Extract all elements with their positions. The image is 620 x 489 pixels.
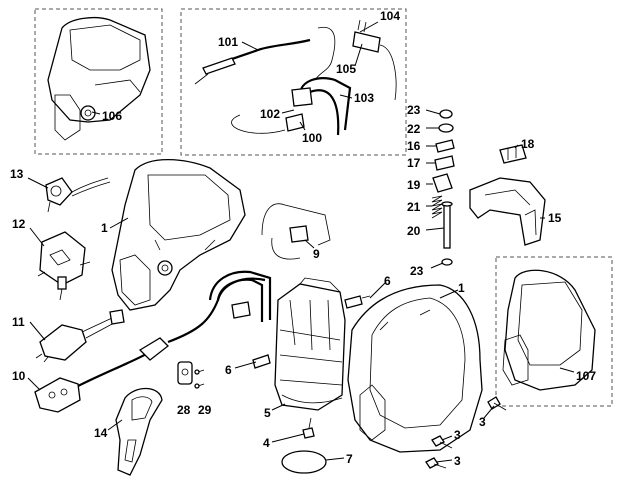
plug-12 [37,231,91,301]
knob-19 [432,173,453,193]
callout-9: 9 [313,247,320,261]
wiring-assembly [194,19,397,136]
callout-101: 101 [218,35,238,49]
brush-6-lower [252,354,271,369]
callout-1-left: 1 [101,221,108,235]
callout-106: 106 [102,109,122,123]
callout-13: 13 [10,167,24,181]
strap-14 [115,387,163,476]
pin-20 [441,201,453,249]
callout-5: 5 [264,406,271,420]
group-box-106 [34,8,163,155]
callout-4: 4 [263,436,270,450]
callout-16: 16 [407,139,421,153]
brush-6-upper [344,295,371,309]
callout-18: 18 [521,137,535,151]
callout-23-top: 23 [407,103,421,117]
o-ring-7 [281,450,327,474]
callout-1-right: 1 [458,281,465,295]
clip-18 [499,144,527,164]
callout-21: 21 [407,200,421,214]
callout-17: 17 [407,156,421,170]
callout-3-c: 3 [454,454,461,468]
screw-3-b [431,435,453,449]
housing-107 [502,269,596,391]
plug-13 [45,177,111,213]
mains-cable-10 [34,277,266,413]
bracket-17 [434,155,455,171]
washer-23-top [439,109,453,119]
plate-28 [177,361,193,385]
callout-6-upper: 6 [384,274,391,288]
motor-5 [274,277,346,411]
leader-lines [27,21,575,463]
group-box-wiring [180,8,407,156]
housing-half-106 [47,17,151,141]
callout-23-bottom: 23 [410,264,424,278]
handle-housing-1 [111,158,246,311]
screw-4 [302,417,315,439]
wire-loop-9 [261,203,331,260]
callout-6-lower: 6 [225,363,232,377]
group-box-107 [495,256,613,407]
callout-10: 10 [12,369,26,383]
callout-11: 11 [12,315,25,329]
callout-15: 15 [548,211,562,225]
washer-22 [438,123,454,133]
callout-100: 100 [302,131,322,145]
callout-107: 107 [576,369,596,383]
callout-22: 22 [407,122,421,136]
switch-cables [208,270,272,322]
callout-19: 19 [407,178,421,192]
callout-20: 20 [407,224,421,238]
callout-3-b: 3 [454,428,461,442]
callout-29: 29 [198,403,212,417]
blade-guard-bracket-15 [469,177,546,246]
callout-102: 102 [260,107,280,121]
screw-3-a [487,396,507,411]
motor-housing-1 [347,284,483,453]
callout-103: 103 [354,91,374,105]
screw-3-c [425,457,447,469]
washer-23-bottom [441,258,453,266]
spring-21 [431,195,443,219]
plug-11 [35,309,125,363]
callout-105: 105 [336,62,356,76]
callout-104: 104 [380,9,400,23]
callout-14: 14 [94,426,108,440]
callout-7: 7 [346,452,353,466]
callout-12: 12 [12,217,26,231]
screw-29 [194,369,205,389]
callout-3-a: 3 [479,415,486,429]
clip-16 [435,139,455,153]
callout-28: 28 [177,403,191,417]
